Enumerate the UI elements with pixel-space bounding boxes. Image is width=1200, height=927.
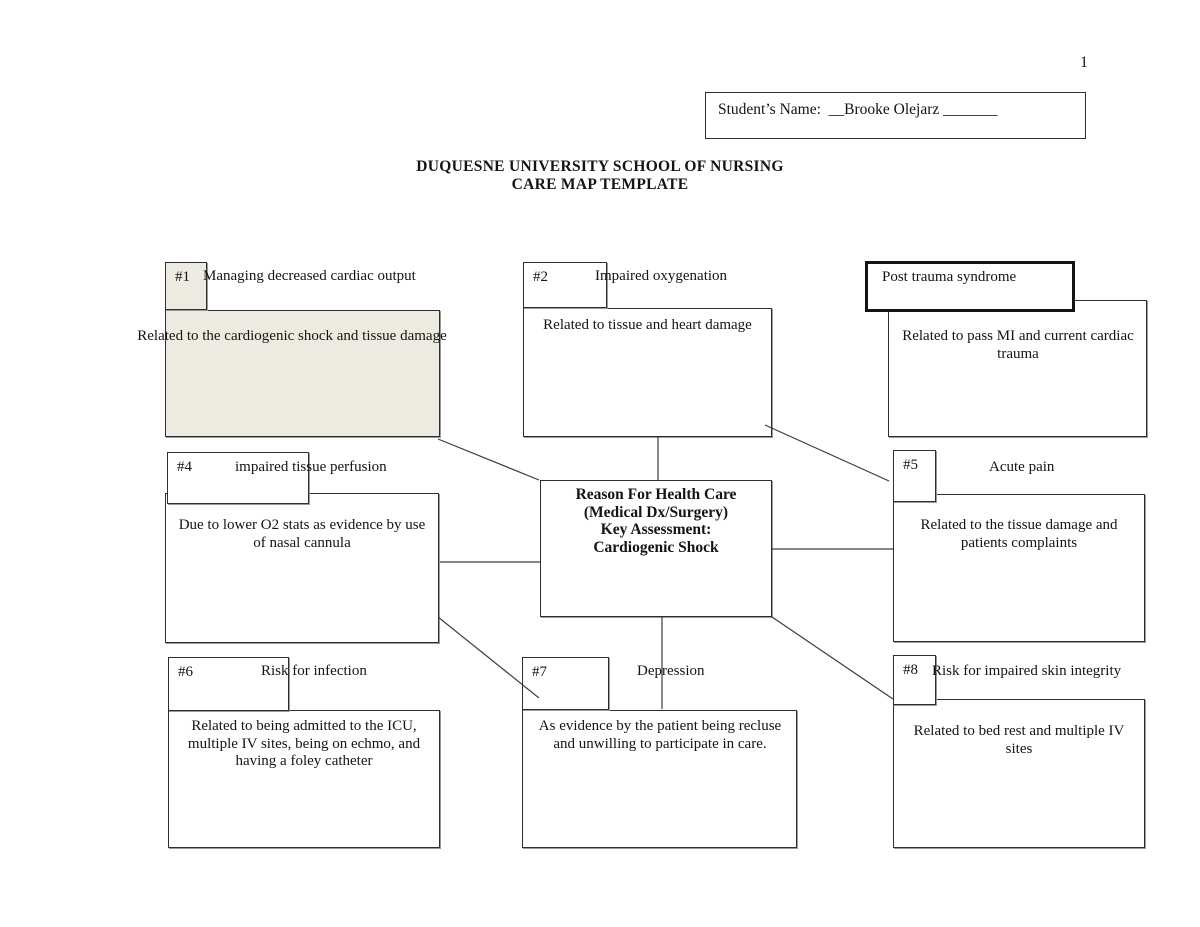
node-2-number: #2: [533, 269, 548, 285]
node-5-box: [893, 494, 1145, 642]
node-6-number: #6: [178, 664, 193, 680]
node-6-box: [168, 710, 440, 848]
node-2-body: Related to tissue and heart damage: [543, 317, 752, 333]
reason-for-health-care-text: Reason For Health Care (Medical Dx/Surge…: [540, 486, 772, 556]
connector-center-node8: [771, 616, 894, 700]
node-7-box: [522, 710, 797, 848]
node-7-tab: #7: [522, 657, 609, 710]
reason-line-2: (Medical Dx/Surgery): [583, 503, 729, 521]
node-1-title: Managing decreased cardiac output: [203, 268, 416, 284]
node-8-tab: #8: [893, 655, 936, 705]
node-1-box: [165, 310, 440, 437]
node-4-title: impaired tissue perfusion: [235, 459, 387, 475]
node-5-number: #5: [903, 457, 918, 473]
node-6-body: Related to being admitted to the ICU, mu…: [187, 718, 421, 769]
node-8-number: #8: [903, 662, 918, 678]
node-4-body: Due to lower O2 stats as evidence by use…: [178, 517, 426, 551]
node-7-title: Depression: [637, 663, 705, 679]
node-5-tab: #5: [893, 450, 936, 502]
page-title: DUQUESNE UNIVERSITY SCHOOL OF NURSING CA…: [0, 158, 1200, 193]
page-number: 1: [1080, 54, 1088, 71]
node-4-number: #4: [177, 459, 192, 475]
node-1-number: #1: [175, 269, 190, 285]
node-5-title: Acute pain: [989, 459, 1055, 475]
node-8-body: Related to bed rest and multiple IV site…: [913, 723, 1125, 757]
post-trauma-body: Related to pass MI and current cardiac t…: [902, 328, 1134, 362]
reason-line-4: Cardiogenic Shock: [593, 538, 719, 556]
node-1-tab: #1: [165, 262, 207, 310]
post-trauma-header-box: Post trauma syndrome: [865, 261, 1075, 312]
reason-line-1: Reason For Health Care: [575, 486, 737, 503]
post-trauma-title: Post trauma syndrome: [882, 269, 1017, 285]
node-6-title: Risk for infection: [261, 663, 367, 679]
node-4-tab: #4: [167, 452, 309, 504]
post-trauma-box: [888, 300, 1147, 437]
node-5-body: Related to the tissue damage and patient…: [920, 517, 1118, 551]
connector-node2-node5: [764, 424, 890, 482]
page-title-line1: DUQUESNE UNIVERSITY SCHOOL OF NURSING: [416, 158, 784, 175]
reason-for-health-care-box: [540, 480, 772, 617]
node-2-tab: #2: [523, 262, 607, 308]
student-name-label: Student’s Name: __Brooke Olejarz _______: [718, 101, 998, 118]
connector-node1-center: [437, 438, 540, 481]
node-7-body: As evidence by the patient being recluse…: [538, 718, 782, 752]
node-6-tab: #6: [168, 657, 289, 711]
page-title-line2: CARE MAP TEMPLATE: [511, 175, 689, 193]
node-8-title: Risk for impaired skin integrity: [932, 663, 1122, 679]
node-8-box: [893, 699, 1145, 848]
node-2-title: Impaired oxygenation: [595, 268, 728, 284]
node-1-body: Related to the cardiogenic shock and tis…: [137, 328, 447, 344]
node-2-box: [523, 308, 772, 437]
node-7-number: #7: [532, 664, 547, 680]
student-name-box: Student’s Name: __Brooke Olejarz _______: [705, 92, 1086, 139]
node-4-box: [165, 493, 439, 643]
reason-line-3: Key Assessment:: [600, 521, 712, 538]
